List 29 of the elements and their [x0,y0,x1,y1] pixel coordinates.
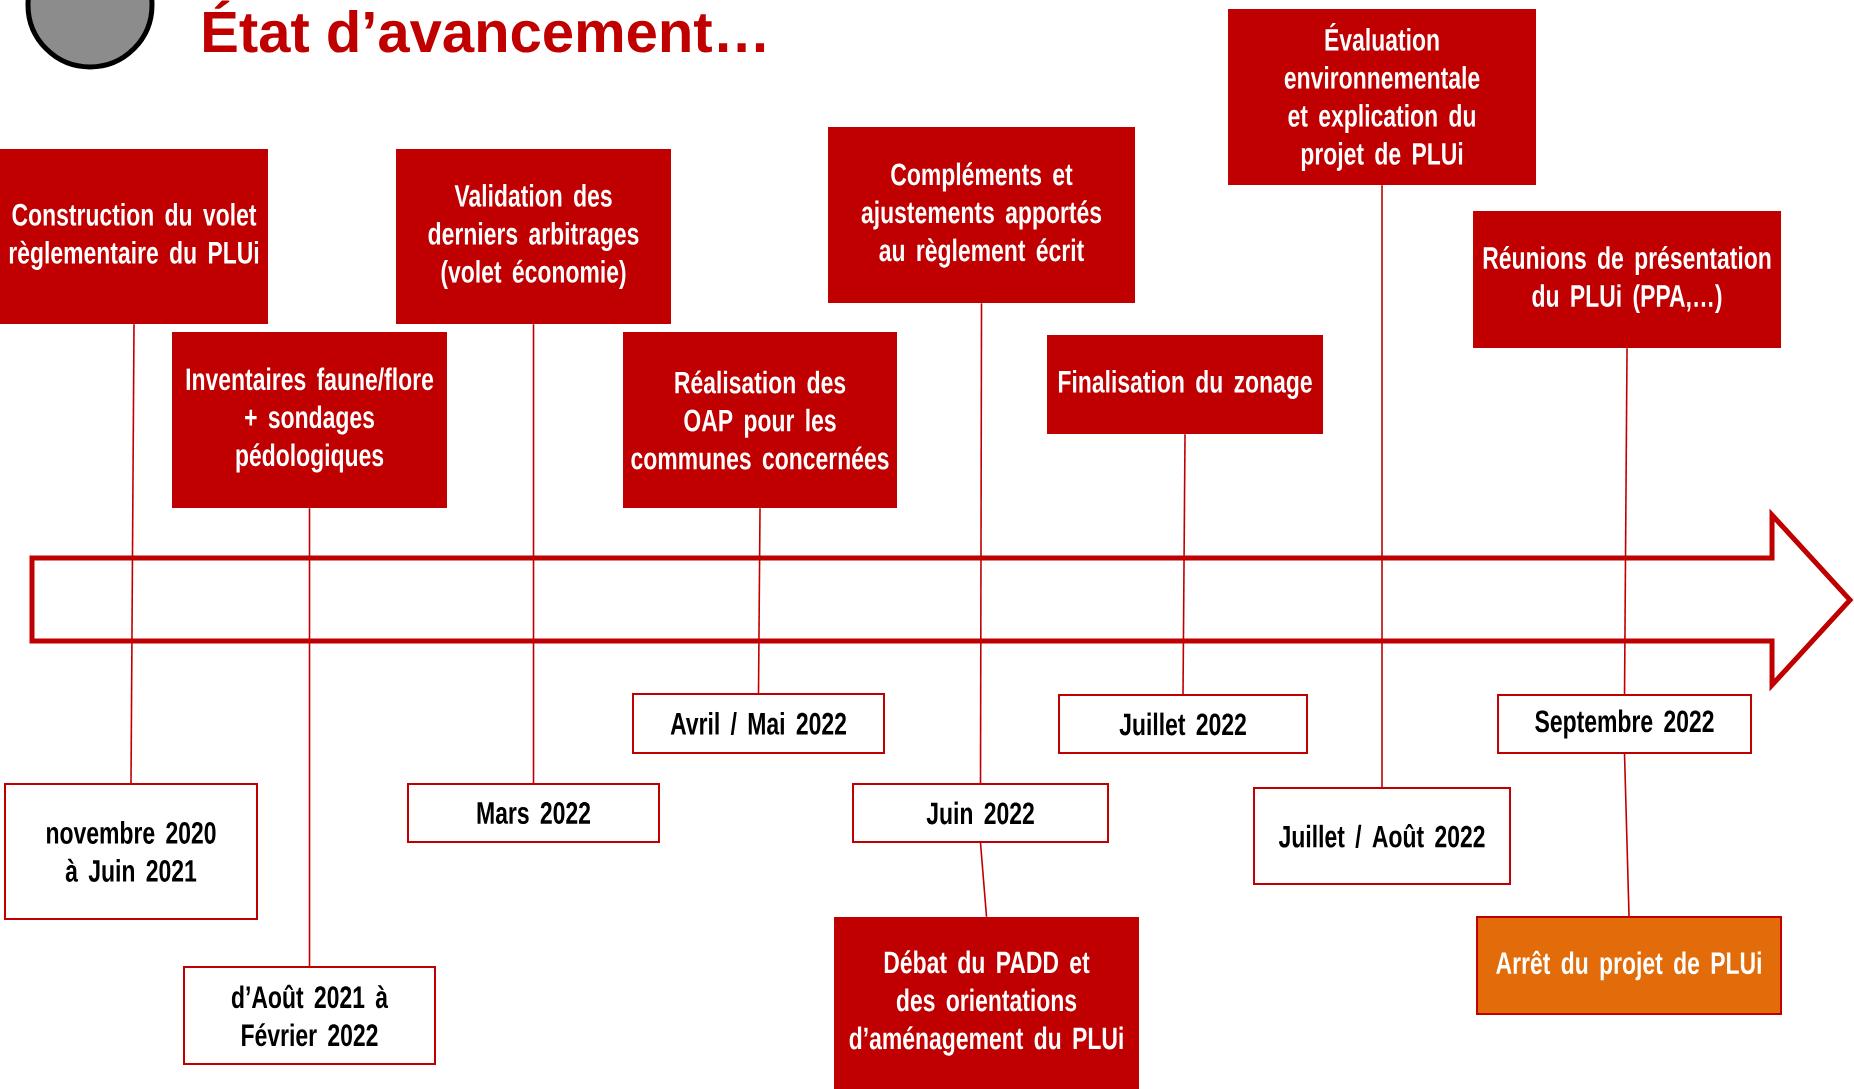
connector-line [532,323,535,784]
task-box: Réalisation des OAP pour les communes concernées [623,332,897,508]
task-box: Construction du volet règlementaire du PLUi [0,149,268,324]
task-box: Débat du PADD et des orientations d’aménagement du PLUi [834,917,1139,1089]
date-box: novembre 2020 à Juin 2021 [4,783,258,920]
connector-line [979,842,988,918]
connector-line [1623,347,1628,695]
date-box: Juillet 2022 [1058,694,1308,754]
connector-line [130,323,135,784]
date-box: d’Août 2021 à Février 2022 [183,966,436,1065]
milestone-box: Arrêt du projet de PLUi [1476,916,1782,1015]
connector-line [1381,184,1383,788]
task-box: Finalisation du zonage [1047,335,1323,434]
task-box: Validation des derniers arbitrages (volet économie) [396,149,671,324]
title: État d’avancement… [204,0,765,53]
connector-line [1623,753,1630,917]
task-box: Inventaires faune/flore + sondages pédologiques [172,332,447,508]
date-box: Mars 2022 [407,783,660,843]
date-box: Septembre 2022 [1497,694,1753,754]
date-box: Juin 2022 [852,783,1109,843]
date-box: Avril / Mai 2022 [632,693,885,754]
connector-line [1182,433,1186,695]
task-box: Réunions de présentation du PLUi (PPA,…) [1473,211,1781,348]
connector-line [757,507,761,694]
date-box: Juillet / Août 2022 [1253,787,1511,885]
connector-line [979,302,983,784]
connector-line [308,507,311,967]
task-box: Compléments et ajustements apportés au règlement écrit [828,127,1135,303]
task-box: Évaluation environnementale et explication du projet de PLUi [1228,9,1536,185]
